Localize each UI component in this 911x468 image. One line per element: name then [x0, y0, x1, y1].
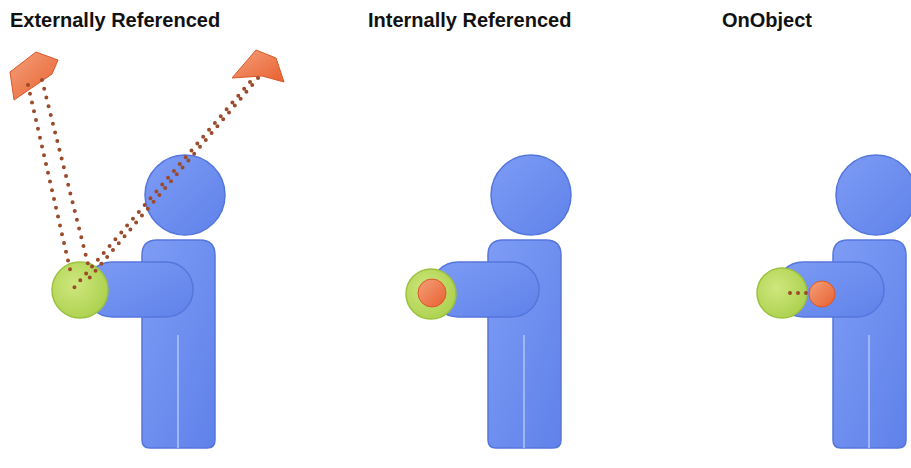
- onobject-panel: [757, 155, 911, 448]
- emitter: [10, 52, 58, 100]
- sensor: [418, 279, 446, 307]
- panel-heading: Internally Referenced: [368, 8, 571, 32]
- panel-heading: OnObject: [722, 8, 812, 32]
- hand-object: [757, 268, 807, 318]
- sensor: [809, 281, 835, 307]
- tracking-rays: [28, 78, 258, 290]
- panel-heading: Externally Referenced: [10, 8, 220, 32]
- external-panel: [10, 50, 284, 448]
- internal-panel: [406, 155, 571, 448]
- tracking-ray: [790, 291, 808, 295]
- hand-object: [406, 269, 456, 319]
- hand-object: [52, 262, 108, 318]
